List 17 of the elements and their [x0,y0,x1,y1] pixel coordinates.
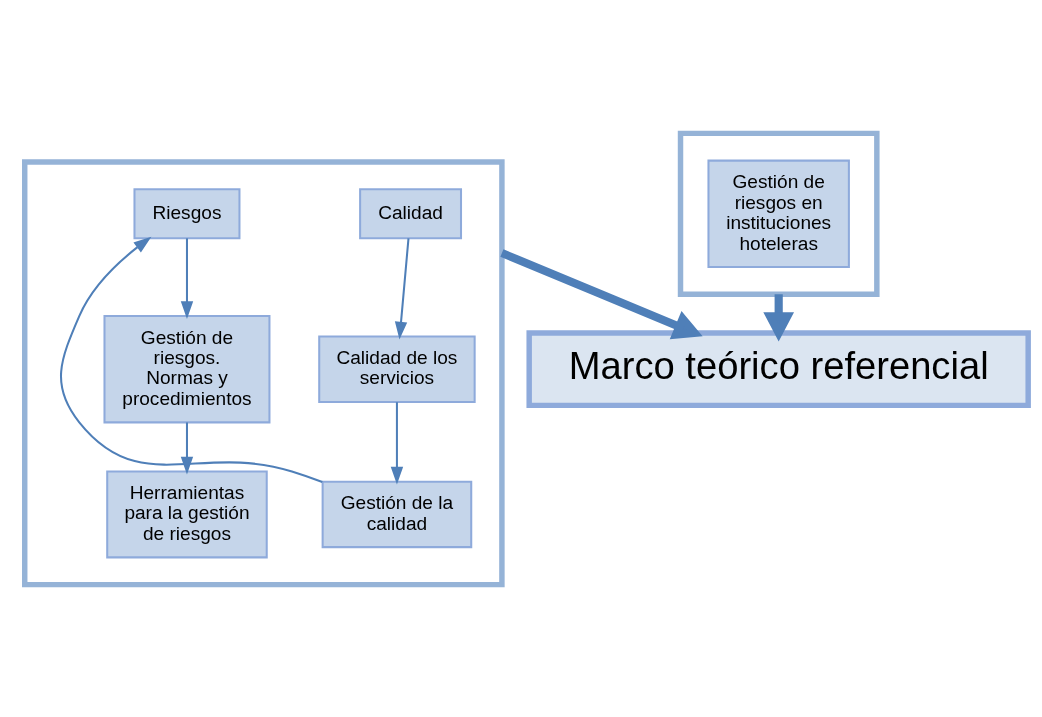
node-box: Gestión de riesgos en instituciones hoteleras [707,159,850,268]
node-box: Herramientas para la gestión de riesgos [106,469,268,558]
node-box: Riesgos [133,187,241,239]
arrow [390,401,404,485]
arrow [500,248,703,339]
cluster [22,158,505,587]
arrow [394,237,410,340]
node-box: Marco teórico referencial [526,329,1031,408]
arrow [60,236,323,483]
node-box: Calidad de los servicios [318,334,476,403]
arrow [763,293,795,342]
node-box: Gestión de la calidad [321,480,473,548]
cluster [677,130,880,297]
node-box: Gestión de riesgos. Normas y procedimientos [103,314,271,423]
arrow [180,237,194,319]
arrow [180,421,194,474]
node-box: Calidad [359,187,463,239]
